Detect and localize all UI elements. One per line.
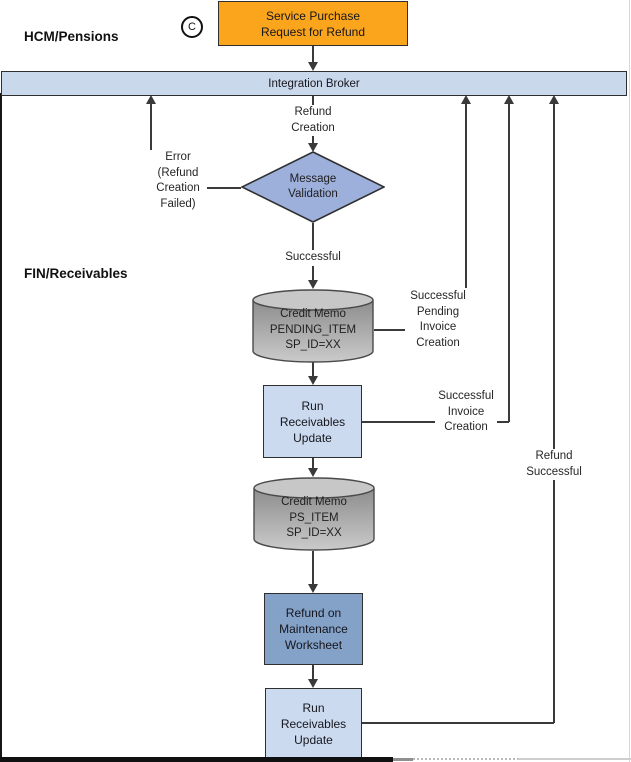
node-integration-broker: Integration Broker: [1, 71, 627, 96]
bottom-edge-dotted-segment: [413, 758, 518, 760]
node-service-purchase-request: Service Purchase Request for Refund: [218, 1, 408, 46]
node-credit-memo-ps-item: Credit Memo PS_ITEM SP_ID=XX: [253, 477, 375, 551]
edge-invoice-vertical-line: [508, 104, 510, 422]
edge-update1-to-cyl2-line: [312, 458, 314, 469]
edge-label-successful-pending-invoice: Successful Pending Invoice Creation: [410, 290, 466, 349]
page-right-edge: [629, 0, 630, 762]
edge-refund-successful-arrowhead: [549, 95, 559, 104]
node-refund-maintenance-worksheet: Refund on Maintenance Worksheet: [264, 593, 363, 665]
node-run-receivables-update-2: Run Receivables Update: [265, 688, 362, 759]
connector-badge-letter: C: [188, 21, 196, 33]
lane-label-fin-receivables: FIN/Receivables: [24, 266, 128, 281]
edge-refund-successful-vertical-line: [553, 104, 555, 723]
node-credit-memo-pending-item: Credit Memo PENDING_ITEM SP_ID=XX: [252, 289, 374, 363]
edge-pending-invoice-horizontal-line: [374, 329, 405, 331]
edge-worksheet-to-update2-line: [312, 665, 314, 679]
node-credit-memo-ps-item-label: Credit Memo PS_ITEM SP_ID=XX: [281, 496, 347, 540]
edge-update1-to-cyl2-arrowhead: [308, 468, 318, 477]
edge-refund-creation-arrowhead: [308, 143, 318, 152]
edge-cyl1-to-update1-line: [312, 362, 314, 376]
lane-label-hcm-pensions: HCM/Pensions: [24, 29, 119, 44]
edge-error-vertical-line: [150, 104, 152, 150]
edge-pending-invoice-arrowhead: [461, 95, 471, 104]
edge-pending-invoice-vertical-line: [465, 104, 467, 288]
decision-diamond-shape: [240, 151, 386, 223]
bottom-edge-gray-segment: [393, 758, 413, 761]
edge-label-successful: Successful: [283, 250, 343, 266]
edge-start-to-broker-arrowhead: [308, 62, 318, 71]
database-cylinder-shape: [252, 289, 374, 363]
edge-cyl2-to-worksheet-arrowhead: [308, 584, 318, 593]
diagram-bottom-border: [0, 757, 393, 762]
edge-label-successful-invoice: Successful Invoice Creation: [435, 389, 497, 436]
diagram-left-border: [0, 93, 2, 758]
edge-error-horizontal-line: [200, 187, 241, 189]
edge-label-error-refund-failed: Error (Refund Creation Failed): [149, 150, 207, 212]
connector-badge-c: C: [181, 16, 203, 38]
edge-error-arrowhead: [146, 95, 156, 104]
edge-label-refund-creation: Refund Creation: [280, 105, 346, 136]
edge-successful-arrowhead: [308, 280, 318, 289]
edge-label-refund-successful: Refund Successful: [519, 449, 589, 480]
database-cylinder-shape: [253, 477, 375, 551]
node-message-validation-label: Message Validation: [288, 172, 338, 201]
node-message-validation: Message Validation: [240, 151, 386, 223]
node-credit-memo-pending-item-label: Credit Memo PENDING_ITEM SP_ID=XX: [269, 308, 357, 352]
edge-refund-successful-horizontal-line: [362, 722, 554, 724]
node-run-receivables-update-1: Run Receivables Update: [263, 385, 362, 458]
edge-start-to-broker-line: [312, 46, 314, 63]
edge-cyl1-to-update1-arrowhead: [308, 376, 318, 385]
edge-worksheet-to-update2-arrowhead: [308, 679, 318, 688]
edge-invoice-arrowhead: [504, 95, 514, 104]
bottom-edge-light-segment: [518, 758, 631, 760]
edge-cyl2-to-worksheet-line: [312, 551, 314, 584]
